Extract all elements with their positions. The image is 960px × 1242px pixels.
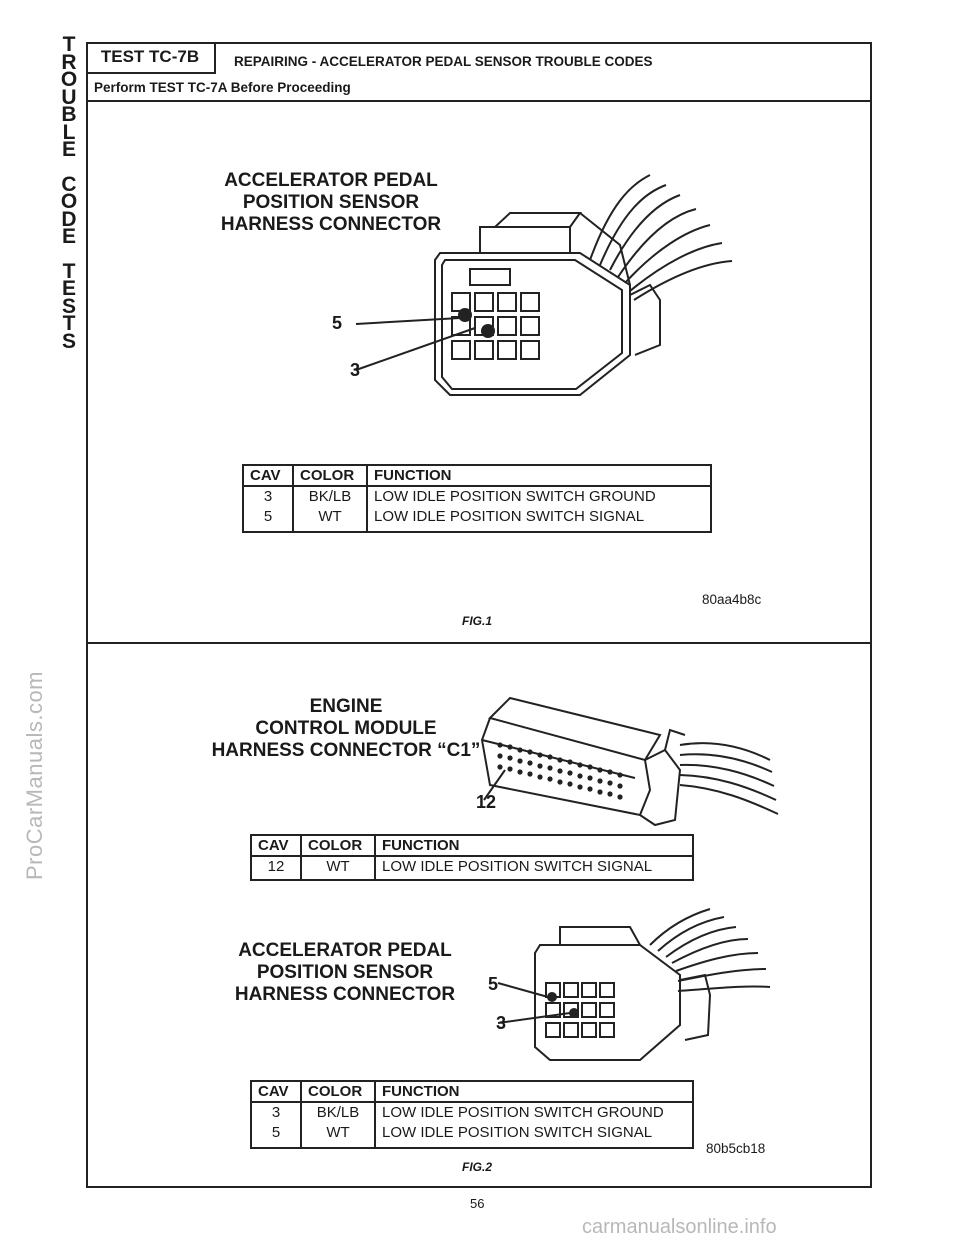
fig1-callout-3: 3 <box>350 360 361 380</box>
fig2-connector-label: ACCELERATOR PEDAL POSITION SENSOR HARNES… <box>220 940 470 1006</box>
page-subtitle: Perform TEST TC-7A Before Proceeding <box>94 80 351 95</box>
side-letter: T <box>62 259 76 283</box>
col-function: FUNCTION <box>374 834 694 857</box>
color-value: BK/LB <box>308 488 352 505</box>
col-function: FUNCTION <box>366 464 712 487</box>
label-line: CONTROL MODULE <box>255 718 437 739</box>
fig2-connector-drawing <box>497 908 771 1061</box>
figure-divider <box>86 642 872 644</box>
cell-color: BK/LB WT <box>292 485 368 533</box>
cav-value: 3 <box>271 1104 281 1121</box>
col-cav: CAV <box>250 834 302 857</box>
label-line: HARNESS CONNECTOR “C1” <box>211 740 481 761</box>
side-tab-trouble-code-tests: T R O U B L E C O D E T E S T S <box>58 33 80 353</box>
cell-function: LOW IDLE POSITION SWITCH GROUND LOW IDLE… <box>366 485 712 533</box>
cell-color: BK/LB WT <box>300 1101 376 1149</box>
label-line: ACCELERATOR PEDAL <box>238 940 452 961</box>
side-letter: S <box>61 294 76 318</box>
page-number: 56 <box>470 1196 485 1211</box>
side-letter: O <box>60 68 78 91</box>
fig2-callout-3: 3 <box>496 1013 507 1033</box>
col-function: FUNCTION <box>374 1080 694 1103</box>
cav-value: 5 <box>263 508 273 525</box>
cell-cav: 3 5 <box>250 1101 302 1149</box>
fig2-ecm-cavity-table: CAV COLOR FUNCTION 12 WT LOW IDLE POSITI… <box>250 834 694 881</box>
col-cav: CAV <box>250 1080 302 1103</box>
fig1-connector-drawing <box>355 174 733 396</box>
page-title: REPAIRING - ACCELERATOR PEDAL SENSOR TRO… <box>234 54 653 69</box>
side-letter: C <box>61 172 77 196</box>
label-line: POSITION SENSOR <box>256 962 434 983</box>
label-line: ENGINE <box>309 696 383 717</box>
side-letter: S <box>61 329 76 353</box>
header-divider <box>86 100 872 102</box>
label-line: HARNESS CONNECTOR <box>220 214 442 235</box>
function-value: LOW IDLE POSITION SWITCH GROUND <box>374 488 656 505</box>
function-value: LOW IDLE POSITION SWITCH GROUND <box>382 1104 664 1121</box>
side-letter: U <box>61 85 77 109</box>
side-letter: R <box>61 50 77 74</box>
cell-color: WT <box>300 855 376 881</box>
cav-value: 3 <box>263 488 273 505</box>
fig1-connector-label: ACCELERATOR PEDAL POSITION SENSOR HARNES… <box>206 170 456 236</box>
cav-value: 5 <box>271 1124 281 1141</box>
color-value: WT <box>326 1124 350 1141</box>
fig2-ecm-label: ENGINE CONTROL MODULE HARNESS CONNECTOR … <box>196 696 496 762</box>
cell-cav: 3 5 <box>242 485 294 533</box>
page-frame <box>86 42 872 1188</box>
watermark-bottom: carmanualsonline.info <box>582 1216 777 1238</box>
side-letter: B <box>61 103 77 126</box>
test-id-box: TEST TC-7B <box>86 42 216 74</box>
cell-cav: 12 <box>250 855 302 881</box>
side-letter: L <box>62 120 76 144</box>
side-letter: E <box>61 277 76 300</box>
function-value: LOW IDLE POSITION SWITCH SIGNAL <box>382 1124 653 1141</box>
side-letter: E <box>61 138 76 161</box>
cell-function: LOW IDLE POSITION SWITCH SIGNAL <box>374 855 694 881</box>
fig1-code: 80aa4b8c <box>702 592 762 607</box>
fig2-code: 80b5cb18 <box>706 1141 766 1156</box>
side-letter: D <box>61 207 77 231</box>
label-line: POSITION SENSOR <box>242 192 420 213</box>
function-value: LOW IDLE POSITION SWITCH SIGNAL <box>374 508 645 525</box>
fig2-ecm-connector-drawing <box>480 696 779 827</box>
label-line: ACCELERATOR PEDAL <box>224 170 438 191</box>
fig2-callout-12: 12 <box>476 792 497 812</box>
label-line: HARNESS CONNECTOR <box>234 984 456 1005</box>
col-cav: CAV <box>242 464 294 487</box>
fig1-caption: FIG.1 <box>462 614 493 628</box>
color-value: WT <box>318 508 342 525</box>
side-letter: E <box>61 225 76 248</box>
fig1-callout-5: 5 <box>332 313 343 333</box>
side-letter: T <box>62 312 76 335</box>
side-letter: T <box>62 33 76 56</box>
col-color: COLOR <box>292 464 368 487</box>
watermark-left: ProCarManuals.com <box>22 670 47 880</box>
fig1-cavity-table: CAV COLOR FUNCTION 3 5 BK/LB WT LOW IDLE… <box>242 464 712 533</box>
cell-function: LOW IDLE POSITION SWITCH GROUND LOW IDLE… <box>374 1101 694 1149</box>
side-letter: O <box>60 190 78 213</box>
col-color: COLOR <box>300 1080 376 1103</box>
col-color: COLOR <box>300 834 376 857</box>
color-value: BK/LB <box>316 1104 360 1121</box>
fig2-callout-5: 5 <box>488 974 499 994</box>
fig2-sensor-cavity-table: CAV COLOR FUNCTION 3 5 BK/LB WT LOW IDLE… <box>250 1080 694 1149</box>
fig2-caption: FIG.2 <box>462 1160 493 1174</box>
